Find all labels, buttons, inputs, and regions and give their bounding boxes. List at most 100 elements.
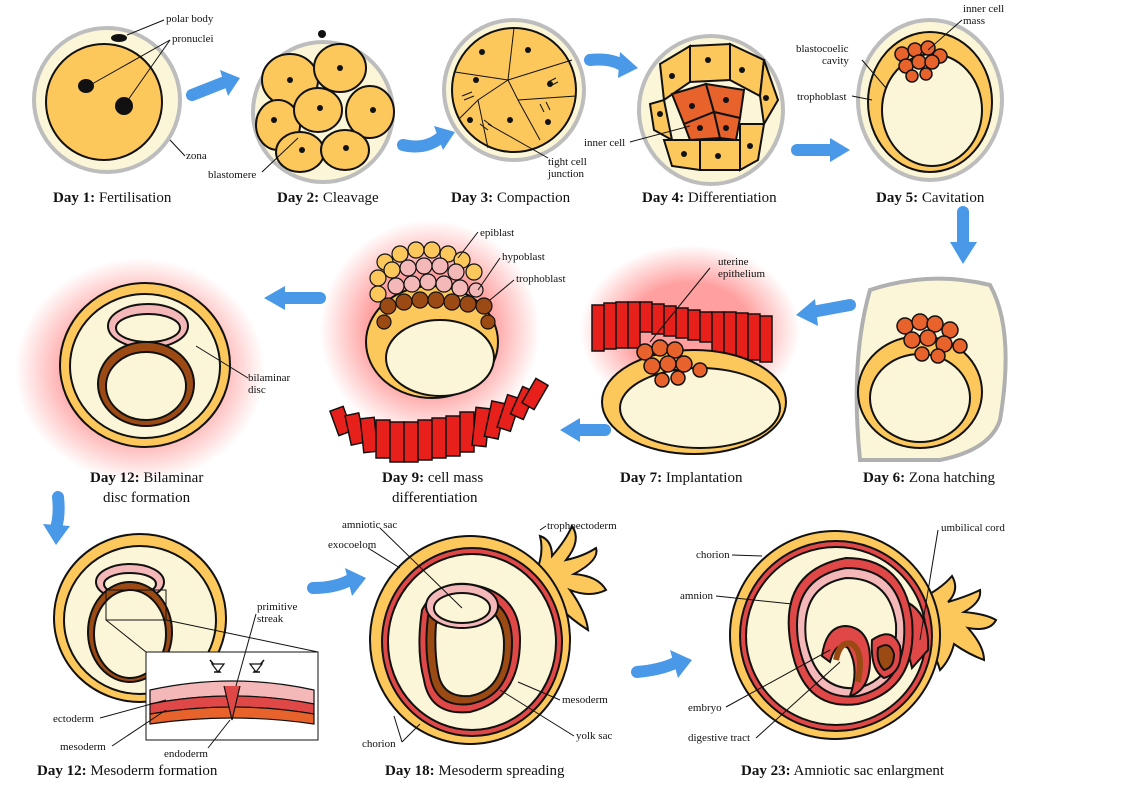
epiblast [369, 241, 483, 303]
arrow-3-4 [584, 53, 628, 71]
yolk-sac [105, 351, 187, 421]
stage-day23-amniotic-sac-enlargement: umbilical cord chorion amnion embryo dig… [680, 522, 1005, 744]
label-trophoectoderm: trophoectoderm [547, 520, 617, 532]
pronucleus-2 [115, 97, 133, 115]
label-hypoblast: hypoblast [502, 251, 545, 263]
stage-day4-differentiation: inner cell [584, 34, 785, 186]
captions: Day 1: Fertilisation Day 2: Cleavage Day… [37, 190, 996, 779]
arrow-6-7 [806, 299, 856, 318]
stage-day12-bilaminar-disc: bilaminar disc [15, 258, 290, 482]
label-polar-body: polar body [166, 13, 214, 25]
stage-day5-cavitation: inner cell mass blastocoelic cavity trop… [796, 3, 1004, 182]
label-chorion-2: chorion [696, 549, 730, 561]
label-trophoblast-2: trophoblast [516, 273, 566, 285]
zoom-region [105, 589, 167, 621]
caption-day9: Day 9: cell mass [382, 470, 483, 486]
arrow-1-2-head [220, 70, 240, 96]
label-blastomere: blastomere [208, 169, 256, 181]
label-mesoderm-2: mesoderm [562, 694, 608, 706]
label-bilaminar: bilaminar [248, 372, 290, 384]
inner-cell-mass [894, 40, 948, 83]
label-yolk-sac: yolk sac [576, 730, 612, 742]
arrow-3-4-head [618, 52, 638, 78]
inner-cell-mass [670, 82, 746, 142]
caption-day7: Day 7: Implantation [620, 470, 743, 486]
stage-day7-implantation: uterine epithelium [580, 245, 800, 455]
stage-day2-cleavage: blastomere [208, 30, 395, 184]
cavity [869, 353, 971, 443]
label-exocoelom: exocoelom [328, 539, 377, 551]
blastocoelic-cavity [881, 53, 983, 167]
label-inner-cell-mass: inner cell [963, 3, 1004, 15]
inner-cell-mass [896, 313, 968, 364]
label-trophoblast: trophoblast [797, 91, 847, 103]
label-streak: streak [257, 613, 284, 625]
label-ectoderm: ectoderm [53, 713, 94, 725]
stage-day6-zona-hatching [854, 276, 1008, 462]
label-tight-cell: tight cell [548, 156, 587, 168]
caption-day12b: Day 12: Mesoderm formation [37, 763, 218, 779]
arrow-12-18-head [345, 568, 366, 596]
label-uterine: uterine [718, 256, 749, 268]
arrow-5-6-head [950, 242, 977, 264]
polar-body [318, 30, 326, 38]
zygote-cell [45, 43, 163, 161]
polar-body [111, 34, 127, 42]
label-embryo: embryo [688, 702, 722, 714]
trophoectoderm-villi [526, 523, 608, 632]
arrows [43, 52, 977, 678]
label-mesoderm: mesoderm [60, 741, 106, 753]
arrow-9-12-head [264, 286, 285, 310]
caption-day2: Day 2: Cleavage [277, 190, 379, 206]
label-mass: mass [963, 15, 985, 27]
caption-day9-line2: differentiation [392, 490, 478, 506]
caption-day3: Day 3: Compaction [451, 190, 571, 206]
stage-day12-mesoderm-formation: primitive streak ectoderm mesoderm endod… [53, 533, 319, 760]
label-amnion: amnion [680, 590, 713, 602]
arrow-12-12-head [43, 524, 70, 545]
caption-day5: Day 5: Cavitation [876, 190, 985, 206]
arrow-18-23 [631, 657, 681, 678]
cavity [619, 367, 781, 449]
stage-day18-mesoderm-spreading: amniotic sac exocoelom trophoectoderm me… [328, 519, 617, 750]
label-blastocoelic: blastocoelic [796, 43, 849, 55]
stage-day3-compaction: tight cell junction [442, 18, 587, 180]
caption-day18: Day 18: Mesoderm spreading [385, 763, 565, 779]
caption-day6: Day 6: Zona hatching [863, 470, 996, 486]
arrow-4-5-head [830, 138, 850, 162]
arrow-12-12 [50, 491, 65, 534]
arrow-6-7-head [796, 299, 818, 326]
uterine-epithelium-lower [329, 377, 550, 463]
arrow-18-23-head [670, 650, 692, 678]
label-amniotic-sac: amniotic sac [342, 519, 397, 531]
label-cavity: cavity [822, 55, 849, 67]
label-epiblast: epiblast [480, 227, 514, 239]
label-disc: disc [248, 384, 266, 396]
label-primitive: primitive [257, 601, 297, 613]
morula [451, 27, 577, 153]
arrow-7-9-head [560, 418, 580, 442]
label-umbilical-cord: umbilical cord [941, 522, 1005, 534]
stage-day9-cell-mass-differentiation: epiblast hypoblast trophoblast [320, 220, 566, 463]
label-chorion: chorion [362, 738, 396, 750]
label-epithelium: epithelium [718, 268, 765, 280]
label-endoderm: endoderm [164, 748, 208, 760]
label-digestive-tract: digestive tract [688, 732, 750, 744]
pronucleus-1 [78, 79, 94, 93]
caption-day12a: Day 12: Bilaminar [90, 470, 203, 486]
hypoblast [387, 257, 484, 298]
caption-day1: Day 1: Fertilisation [53, 190, 172, 206]
uterine-epithelium [591, 301, 773, 363]
caption-day23: Day 23: Amniotic sac enlargment [741, 763, 945, 779]
inset-layers [149, 659, 315, 725]
label-junction: junction [547, 168, 585, 180]
arrow-2-3-head [434, 126, 455, 150]
stage-day1-fertilisation: polar body pronuclei zona [32, 13, 214, 174]
arrow-2-3 [397, 132, 446, 153]
caption-day4: Day 4: Differentiation [642, 190, 777, 206]
label-inner-cell: inner cell [584, 137, 625, 149]
cavity [385, 319, 495, 397]
amniotic-cavity [115, 313, 181, 343]
digestive-tract [833, 640, 863, 683]
